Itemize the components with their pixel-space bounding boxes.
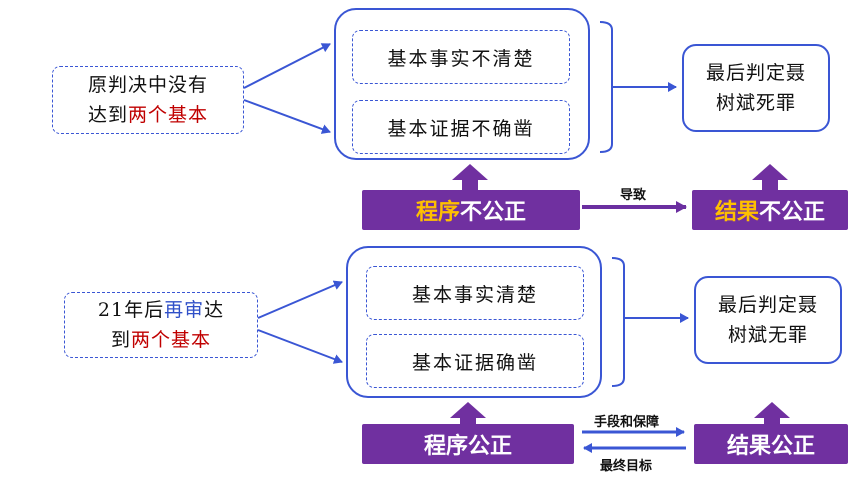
forward-label: 手段和保障 [594, 415, 660, 430]
top-cause-box: 原判决中没有 达到两个基本 [52, 66, 244, 134]
bottom-cause-line1: 21年后再审达 [97, 299, 225, 321]
top-result-line1: 最后判定聂 [705, 62, 806, 84]
up-arrow-top-outcome [752, 164, 788, 191]
top-outcome-box: 结果不公正 [692, 190, 848, 230]
bottom-cause-highlight-red: 两个基本 [131, 329, 212, 351]
top-procedure-highlight: 程序 [415, 200, 460, 225]
top-link-label: 导致 [620, 188, 647, 203]
top-cause-line1: 原判决中没有 [87, 74, 208, 96]
top-cause-highlight: 两个基本 [128, 104, 209, 126]
bottom-fact-2: 基本证据确凿 [366, 334, 584, 388]
up-arrow-bottom-procedure [450, 402, 486, 426]
bottom-cause-line2: 到两个基本 [110, 329, 212, 351]
top-result-box: 最后判定聂 树斌死罪 [682, 44, 830, 132]
top-procedure-box: 程序不公正 [362, 190, 580, 230]
arrow-bottom-cause-to-fact1 [257, 280, 343, 319]
arrow-top-cause-to-fact1 [243, 43, 331, 89]
arrow-bottom-cause-to-fact2 [257, 329, 343, 364]
top-procedure-rest: 不公正 [460, 200, 527, 225]
backward-label: 最终目标 [600, 459, 653, 474]
bottom-cause-box: 21年后再审达 到两个基本 [64, 292, 258, 358]
bottom-outcome-box: 结果公正 [694, 424, 848, 464]
bottom-procedure-box: 程序公正 [362, 424, 574, 464]
bottom-result-box: 最后判定聂 树斌无罪 [694, 276, 842, 364]
top-result-line2: 树斌死罪 [715, 92, 796, 114]
top-fact-1: 基本事实不清楚 [352, 30, 570, 84]
top-fact-2: 基本证据不确凿 [352, 100, 570, 154]
bracket-bottom [611, 257, 625, 387]
up-arrow-bottom-outcome [754, 402, 790, 426]
up-arrow-top-procedure [452, 164, 488, 191]
bottom-fact-1: 基本事实清楚 [366, 266, 584, 320]
bottom-result-line2: 树斌无罪 [727, 324, 808, 346]
bottom-result-line1: 最后判定聂 [717, 294, 818, 316]
top-outcome-highlight: 结果 [714, 200, 759, 225]
top-outcome-rest: 不公正 [759, 200, 826, 225]
arrow-top-cause-to-fact2 [243, 99, 331, 134]
top-cause-line2: 达到两个基本 [87, 104, 209, 126]
bottom-cause-highlight-blue: 再审 [164, 299, 205, 321]
bracket-top [599, 21, 613, 153]
